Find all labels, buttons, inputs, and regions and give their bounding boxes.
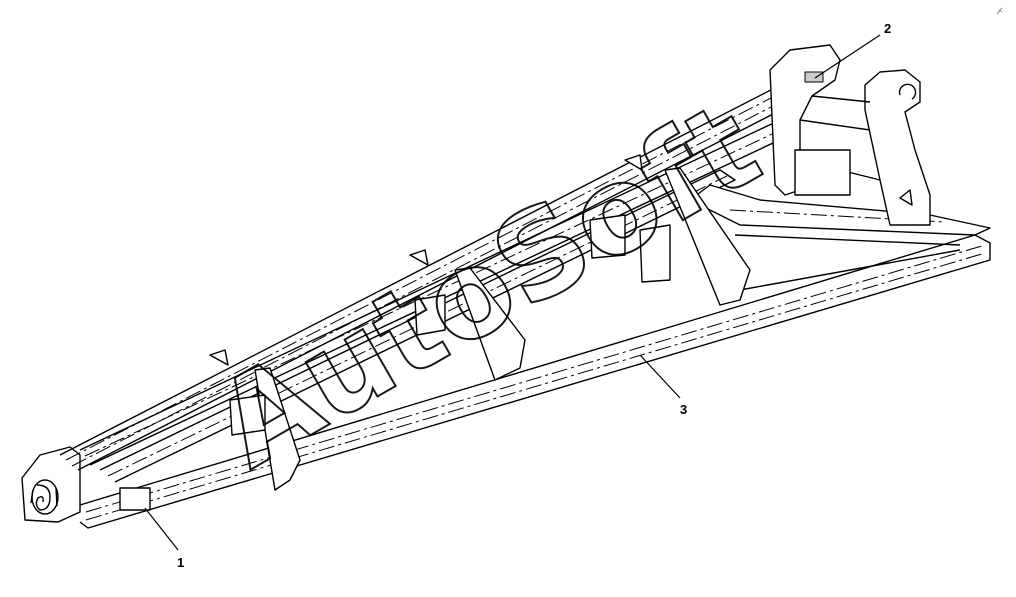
- watermark: AutoSoft: [194, 75, 782, 496]
- leader-line-3: [639, 354, 681, 399]
- callout-3: 3: [680, 402, 687, 417]
- gusset-3: [664, 167, 751, 306]
- gusset-2: [454, 267, 526, 381]
- corner-mark: [996, 7, 1003, 15]
- lower-rail: [79, 234, 991, 529]
- gusset-1: [254, 367, 301, 491]
- leader-lines: [144, 34, 881, 551]
- boom-frame: [21, 44, 991, 529]
- callout-1: 1: [177, 555, 184, 570]
- callout-2: 2: [884, 21, 891, 36]
- front-hook: [30, 479, 59, 515]
- watermark-text: AutoSoft: [195, 76, 781, 495]
- rear-mast-right: [864, 69, 931, 226]
- leader-line-1: [144, 507, 179, 551]
- leader-line-2: [814, 34, 881, 79]
